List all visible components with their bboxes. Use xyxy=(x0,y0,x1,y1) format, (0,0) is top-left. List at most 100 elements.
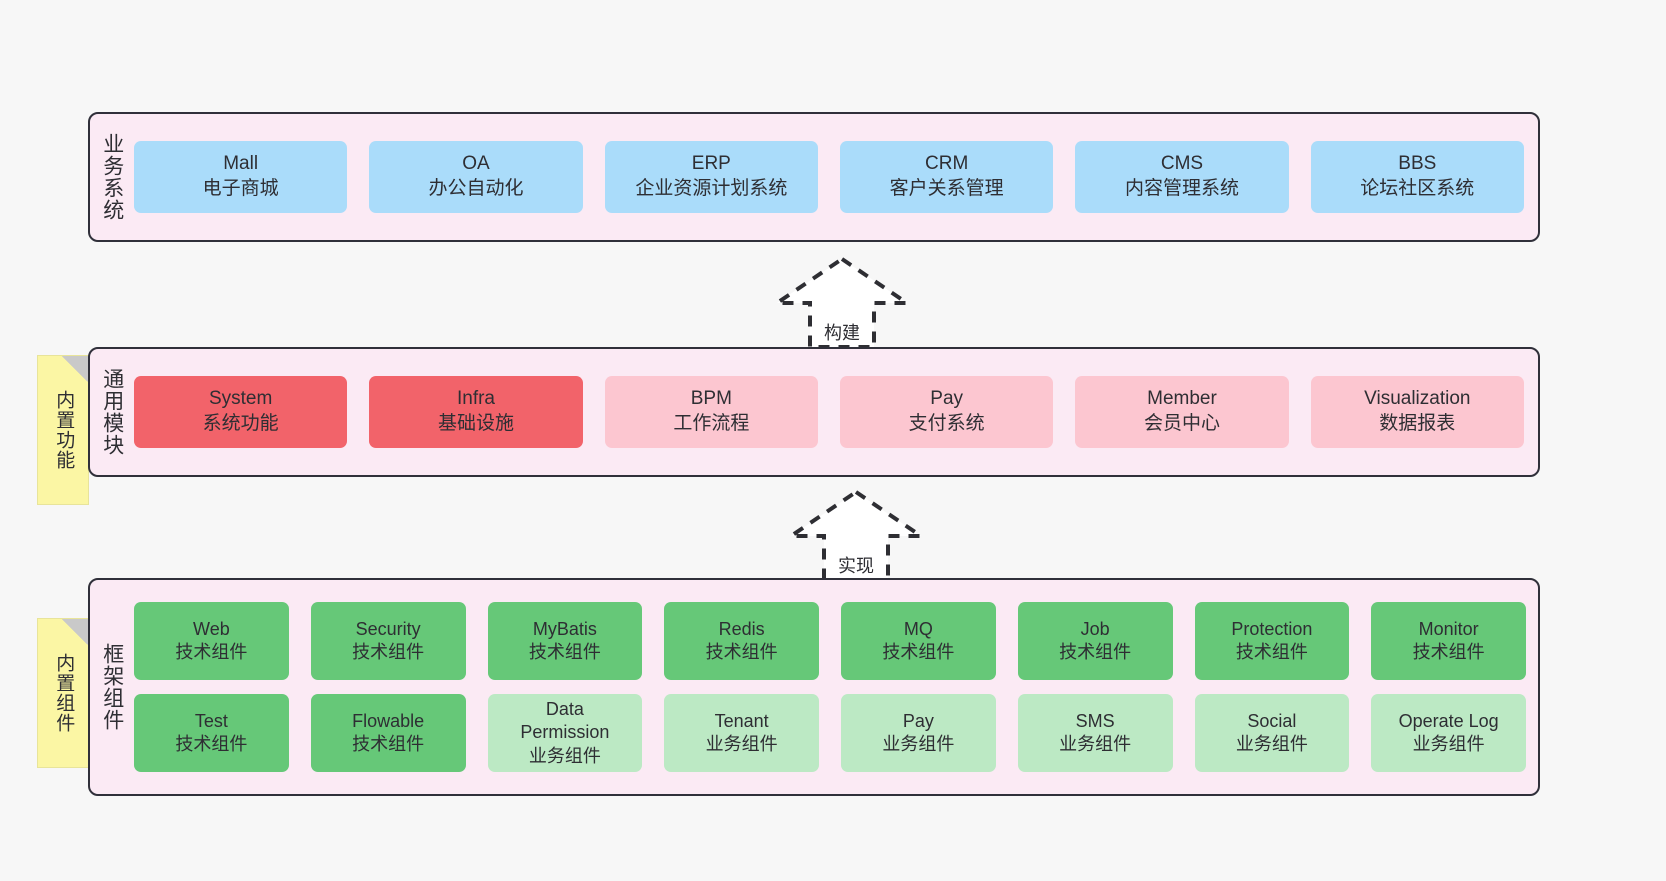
card-subtitle: 内容管理系统 xyxy=(1124,178,1239,199)
layer-framework-component: 框架组件 Web 技术组件 Security 技术组件 MyBatis 技术组件… xyxy=(88,578,1540,796)
card-subtitle: 技术组件 xyxy=(1235,642,1308,662)
card-title: Flowable xyxy=(352,710,425,731)
card-tenant[interactable]: Tenant 业务组件 xyxy=(664,694,819,772)
card-mq[interactable]: MQ 技术组件 xyxy=(841,602,996,680)
card-title: System xyxy=(208,388,273,410)
card-subtitle: 工作流程 xyxy=(673,413,750,434)
card-subtitle: 电子商城 xyxy=(202,178,279,199)
card-flowable[interactable]: Flowable 技术组件 xyxy=(310,694,466,772)
card-subtitle: 技术组件 xyxy=(705,642,778,662)
card-title: ERP xyxy=(691,153,731,175)
page-fold-icon xyxy=(62,619,88,645)
card-title: Security xyxy=(355,618,421,639)
card-erp[interactable]: ERP 企业资源计划系统 xyxy=(604,141,818,213)
card-title: Pay xyxy=(902,710,934,731)
card-title: Mall xyxy=(223,153,259,175)
card-bbs[interactable]: BBS 论坛社区系统 xyxy=(1310,141,1524,213)
note-label: 内置功能 xyxy=(53,390,75,470)
card-mall[interactable]: Mall 电子商城 xyxy=(134,141,348,213)
layer-title-business-system: 业务系统 xyxy=(100,133,124,221)
card-monitor[interactable]: Monitor 技术组件 xyxy=(1371,602,1526,680)
card-subtitle: 数据报表 xyxy=(1379,413,1456,434)
card-title: Tenant xyxy=(714,710,769,731)
card-subtitle: 业务组件 xyxy=(528,745,601,766)
card-title: Protection xyxy=(1231,618,1313,639)
card-title: Visualization xyxy=(1364,388,1471,410)
card-title: Infra xyxy=(456,388,495,410)
card-operate-log[interactable]: Operate Log 业务组件 xyxy=(1371,694,1526,772)
card-title: SMS xyxy=(1075,710,1115,731)
card-subtitle: 业务组件 xyxy=(1059,734,1132,754)
card-subtitle: 技术组件 xyxy=(882,642,955,662)
card-row: Web 技术组件 Security 技术组件 MyBatis 技术组件 Redi… xyxy=(134,602,1526,680)
layer-business-system: 业务系统 Mall 电子商城 OA 办公自动化 ERP 企业资源计划系统 CRM… xyxy=(88,112,1540,242)
card-subtitle: 业务组件 xyxy=(705,734,778,754)
note-builtin-component: 内置组件 xyxy=(37,618,89,768)
card-subtitle: 系统功能 xyxy=(202,413,279,434)
card-title: Operate Log xyxy=(1398,710,1499,731)
card-title: Web xyxy=(193,618,230,639)
card-bpm[interactable]: BPM 工作流程 xyxy=(604,376,818,448)
layer-body-business-system: Mall 电子商城 OA 办公自动化 ERP 企业资源计划系统 CRM 客户关系… xyxy=(134,114,1538,240)
card-title: MyBatis xyxy=(532,618,597,639)
card-test[interactable]: Test 技术组件 xyxy=(134,694,289,772)
page-fold-icon xyxy=(62,356,88,382)
note-label: 内置组件 xyxy=(53,653,75,733)
card-title: BBS xyxy=(1398,153,1437,175)
card-infra[interactable]: Infra 基础设施 xyxy=(369,376,583,448)
card-crm[interactable]: CRM 客户关系管理 xyxy=(839,141,1054,213)
card-subtitle: 技术组件 xyxy=(175,734,248,754)
layer-title-common-module: 通用模块 xyxy=(100,368,124,456)
card-data-permission[interactable]: Data Permission 业务组件 xyxy=(487,694,643,772)
card-title: Data xyxy=(545,698,584,719)
card-sms[interactable]: SMS 业务组件 xyxy=(1017,694,1173,772)
card-title: Member xyxy=(1147,388,1217,410)
card-social[interactable]: Social 业务组件 xyxy=(1194,694,1350,772)
layer-common-module: 通用模块 System 系统功能 Infra 基础设施 BPM 工作流程 Pay… xyxy=(88,347,1540,477)
card-subtitle: 技术组件 xyxy=(1059,642,1132,662)
card-subtitle: 办公自动化 xyxy=(428,178,524,199)
layer-body-framework-component: Web 技术组件 Security 技术组件 MyBatis 技术组件 Redi… xyxy=(134,580,1538,794)
card-protection[interactable]: Protection 技术组件 xyxy=(1194,602,1350,680)
card-subtitle: 业务组件 xyxy=(882,734,955,754)
card-subtitle: 企业资源计划系统 xyxy=(635,178,788,199)
arrow-build: 构建 xyxy=(757,255,927,351)
card-subtitle: 支付系统 xyxy=(908,413,985,434)
card-subtitle: 技术组件 xyxy=(528,642,601,662)
card-pay-business[interactable]: Pay 业务组件 xyxy=(841,694,996,772)
card-subtitle: 业务组件 xyxy=(1235,734,1308,754)
card-job[interactable]: Job 技术组件 xyxy=(1017,602,1173,680)
card-title: Job xyxy=(1080,618,1110,639)
card-security[interactable]: Security 技术组件 xyxy=(310,602,466,680)
card-subtitle: 客户关系管理 xyxy=(889,178,1004,199)
card-web[interactable]: Web 技术组件 xyxy=(134,602,289,680)
card-subtitle: 论坛社区系统 xyxy=(1360,178,1475,199)
card-pay[interactable]: Pay 支付系统 xyxy=(839,376,1054,448)
card-title: CMS xyxy=(1160,153,1204,175)
card-member[interactable]: Member 会员中心 xyxy=(1075,376,1289,448)
card-title: Social xyxy=(1247,710,1297,731)
card-title: CRM xyxy=(925,153,969,175)
card-subtitle: 技术组件 xyxy=(352,642,425,662)
card-row: Test 技术组件 Flowable 技术组件 Data Permission … xyxy=(134,694,1526,772)
card-subtitle: 业务组件 xyxy=(1412,734,1485,754)
card-title: BPM xyxy=(690,388,732,410)
card-title: Redis xyxy=(718,618,765,639)
card-subtitle: 技术组件 xyxy=(352,734,425,754)
card-title: OA xyxy=(462,153,490,175)
card-oa[interactable]: OA 办公自动化 xyxy=(369,141,583,213)
arrow-implement: 实现 xyxy=(771,488,941,584)
card-subtitle: 会员中心 xyxy=(1143,413,1220,434)
card-subtitle: 技术组件 xyxy=(175,642,248,662)
note-builtin-feature: 内置功能 xyxy=(37,355,89,505)
card-title-line2: Permission xyxy=(520,722,610,743)
card-mybatis[interactable]: MyBatis 技术组件 xyxy=(487,602,643,680)
card-cms[interactable]: CMS 内容管理系统 xyxy=(1075,141,1289,213)
card-visualization[interactable]: Visualization 数据报表 xyxy=(1310,376,1524,448)
card-redis[interactable]: Redis 技术组件 xyxy=(664,602,819,680)
card-title: MQ xyxy=(903,618,933,639)
card-system[interactable]: System 系统功能 xyxy=(134,376,348,448)
card-row: System 系统功能 Infra 基础设施 BPM 工作流程 Pay 支付系统… xyxy=(134,376,1524,448)
card-subtitle: 基础设施 xyxy=(437,413,514,434)
